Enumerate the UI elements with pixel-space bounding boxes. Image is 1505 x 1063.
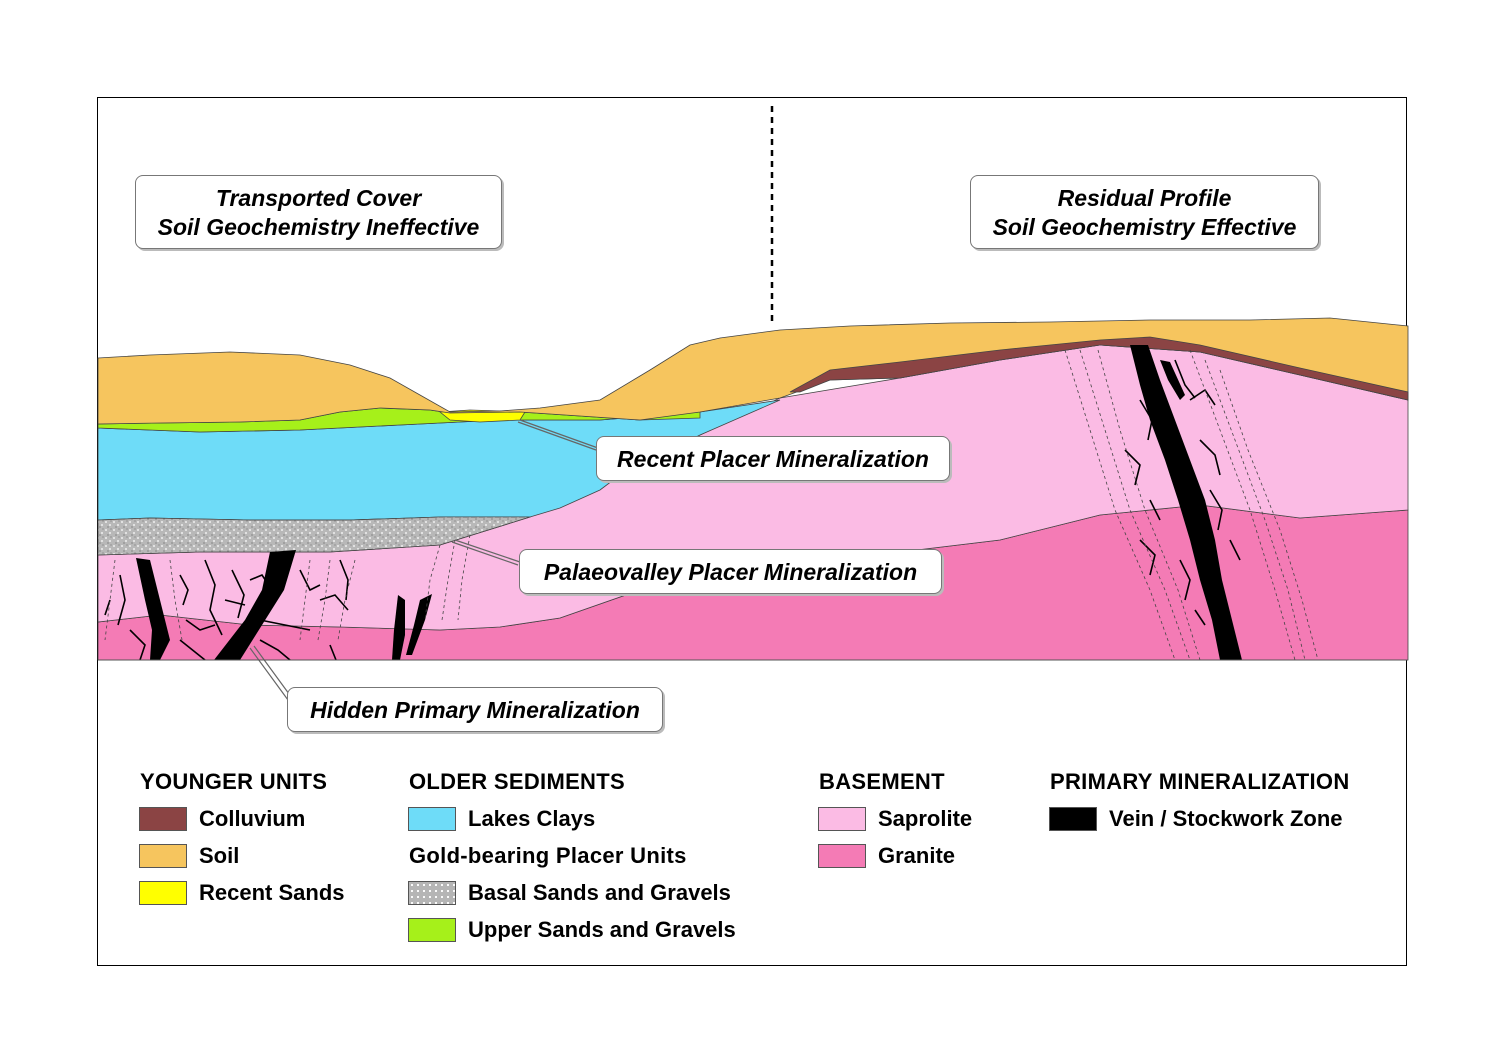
basal-sands-gravels-layer bbox=[97, 516, 531, 556]
colluvium-layer bbox=[789, 336, 1409, 401]
legend-label: Recent Sands bbox=[199, 880, 345, 905]
legend-heading-younger-units: YOUNGER UNITS bbox=[140, 769, 328, 794]
hidden-alteration-halo bbox=[104, 534, 471, 641]
transported-cover-callout: Transported Cover Soil Geochemistry Inef… bbox=[135, 175, 502, 249]
recent-placer-callout: Recent Placer Mineralization bbox=[596, 436, 950, 481]
legend-item-basal-sands-gravels: Basal Sands and Gravels bbox=[408, 880, 731, 906]
granite-swatch bbox=[818, 844, 866, 868]
vein-stockwork-swatch bbox=[1049, 807, 1097, 831]
legend-item-colluvium: Colluvium bbox=[139, 806, 305, 832]
soil-swatch bbox=[139, 844, 187, 868]
legend-label: Upper Sands and Gravels bbox=[468, 917, 736, 942]
legend-item-vein-stockwork: Vein / Stockwork Zone bbox=[1049, 806, 1343, 832]
residual-profile-callout: Residual Profile Soil Geochemistry Effec… bbox=[970, 175, 1319, 249]
residual-profile-title: Residual Profile bbox=[1057, 185, 1232, 211]
legend-label: Vein / Stockwork Zone bbox=[1109, 806, 1343, 831]
right-alteration-halo bbox=[1064, 349, 1319, 661]
legend-item-saprolite: Saprolite bbox=[818, 806, 972, 832]
saprolite-swatch bbox=[818, 807, 866, 831]
hidden-primary-label: Hidden Primary Mineralization bbox=[310, 697, 640, 723]
palaeovalley-placer-label: Palaeovalley Placer Mineralization bbox=[543, 559, 918, 585]
legend-label: Basal Sands and Gravels bbox=[468, 880, 731, 905]
hidden-primary-callout: Hidden Primary Mineralization bbox=[287, 687, 663, 732]
legend-item-soil: Soil bbox=[139, 843, 239, 869]
lakes-clays-swatch bbox=[408, 807, 456, 831]
palaeovalley-placer-callout: Palaeovalley Placer Mineralization bbox=[519, 549, 942, 594]
colluvium-swatch bbox=[139, 807, 187, 831]
right-vein-fractures bbox=[1124, 359, 1241, 626]
upper-sands-gravels-swatch bbox=[408, 918, 456, 942]
hidden-vein-system bbox=[136, 550, 432, 660]
legend-item-granite: Granite bbox=[818, 843, 955, 869]
recent-placer-label: Recent Placer Mineralization bbox=[617, 446, 929, 472]
legend-item-upper-sands-gravels: Upper Sands and Gravels bbox=[408, 917, 736, 943]
hidden-vein-fractures bbox=[104, 559, 349, 661]
legend-item-recent-sands: Recent Sands bbox=[139, 880, 345, 906]
legend-item-lakes-clays: Lakes Clays bbox=[408, 806, 595, 832]
recent-sands-swatch bbox=[139, 881, 187, 905]
legend-label: Saprolite bbox=[878, 806, 973, 831]
legend-heading-primary-mineralization: PRIMARY MINERALIZATION bbox=[1050, 769, 1350, 794]
legend-label: Colluvium bbox=[199, 806, 306, 831]
basal-sands-gravels-swatch bbox=[408, 881, 456, 905]
transported-cover-subtitle: Soil Geochemistry Ineffective bbox=[157, 214, 480, 240]
callout-leaders bbox=[249, 419, 599, 701]
right-vein-system bbox=[1130, 345, 1242, 660]
legend-label: Soil bbox=[199, 843, 240, 868]
legend-label: Granite bbox=[878, 843, 956, 868]
legend-subheading-placer-units: Gold-bearing Placer Units bbox=[409, 843, 687, 868]
legend-heading-basement: BASEMENT bbox=[819, 769, 945, 794]
legend-heading-older-sediments: OLDER SEDIMENTS bbox=[409, 769, 625, 794]
residual-profile-subtitle: Soil Geochemistry Effective bbox=[992, 214, 1297, 240]
legend-label: Lakes Clays bbox=[468, 806, 596, 831]
transported-cover-title: Transported Cover bbox=[215, 185, 422, 211]
